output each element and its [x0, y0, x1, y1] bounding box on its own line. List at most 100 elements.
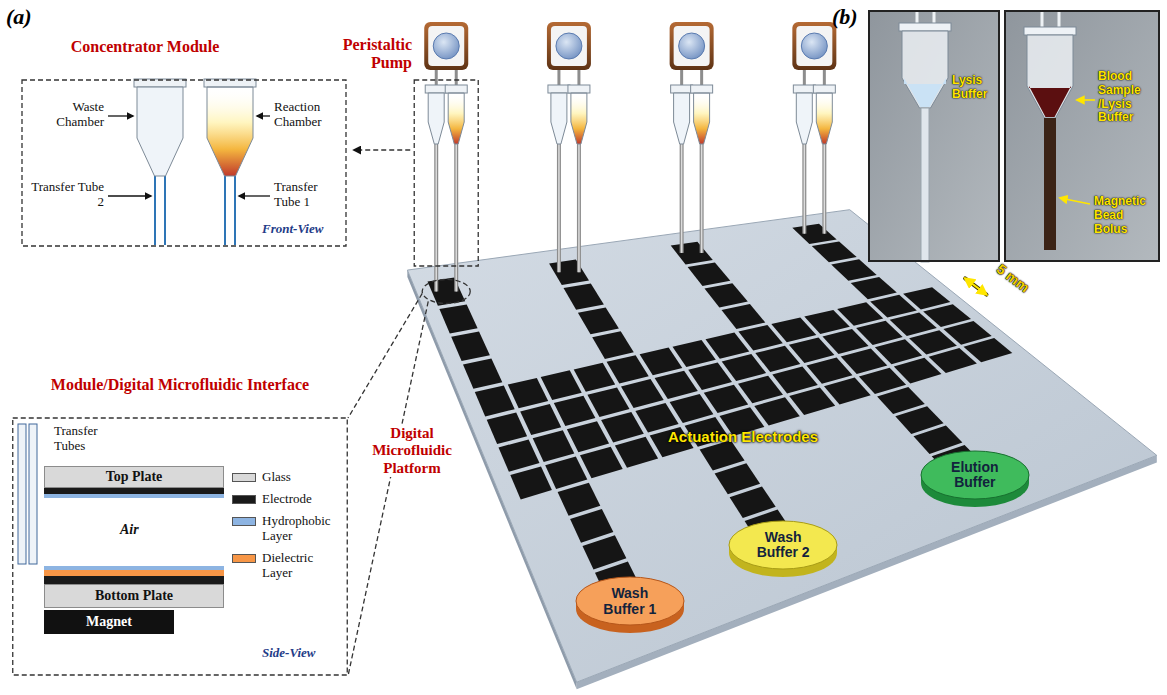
photo-panel: Lysis Buffer [868, 10, 1000, 262]
node-label: Concentrator Module [70, 38, 220, 56]
reservoir-disc: Wash Buffer 2 [727, 519, 839, 581]
transfer-tube-bore [578, 144, 580, 272]
legend-text: Hydrophobic Layer [262, 514, 344, 544]
node-label: Wash Buffer 2 [743, 530, 823, 561]
pump-tube [557, 68, 560, 86]
transfer-tube [822, 144, 826, 234]
actuation-electrode [554, 396, 596, 426]
microfluidic-platform [407, 210, 1156, 690]
part-name: Peristaltic Pump [312, 36, 412, 73]
actuation-electrode [923, 304, 971, 327]
dimension-arrow-outline [965, 278, 986, 294]
zoom-line [348, 301, 428, 676]
photo-panel: Blood Sample /Lysis BufferMagnetic Bead … [1004, 10, 1160, 262]
transfer-tube-wall [224, 176, 226, 245]
transfer-tube [577, 144, 581, 272]
actuation-electrode [499, 439, 540, 471]
node-label: Blood Sample /Lysis Buffer [1098, 70, 1156, 125]
actuation-electrode [439, 304, 477, 333]
actuation-electrode [451, 331, 490, 361]
pump-tube [435, 68, 438, 86]
legend-row: Electrode [232, 492, 346, 507]
waste-chamber [674, 93, 690, 144]
platform-surface [407, 210, 1156, 683]
pump-face [551, 26, 587, 66]
actuation-electrode [558, 483, 601, 516]
actuation-electrode [789, 387, 835, 415]
transfer-tube [802, 144, 806, 234]
actuation-electrode [545, 457, 587, 489]
magnetic-bead-bolus [1044, 118, 1056, 250]
legend-swatch [232, 554, 256, 563]
actuation-electrode [587, 387, 629, 417]
module-highlight [414, 80, 478, 266]
tube [916, 10, 919, 24]
actuation-electrode [688, 263, 731, 287]
actuation-electrode [607, 355, 649, 383]
node-label: Top Plate [106, 469, 163, 485]
transfer-tube-bore [435, 144, 437, 291]
waste-chamber [137, 87, 183, 176]
transfer-tube-wall [154, 176, 156, 245]
reaction-chamber [571, 93, 587, 144]
layer-legend: GlassElectrodeHydrophobic LayerDielectri… [232, 470, 346, 588]
pump-head [424, 22, 468, 70]
leader-line [108, 195, 151, 196]
pump-rotor [801, 33, 827, 59]
actuation-electrode [567, 421, 609, 452]
photo-illustration [868, 10, 1160, 262]
disc-top [576, 577, 684, 625]
reservoir-disc: Wash Buffer 1 [574, 575, 686, 637]
actuation-electrode [463, 358, 502, 388]
node-label: Module/Digital Microfluidic Interface [12, 376, 348, 394]
legend-row: Glass [232, 470, 346, 485]
transfer-tube [454, 144, 458, 291]
front-view-illustration [108, 79, 270, 245]
panel-letter: (a) [6, 4, 32, 29]
pump-rotor [556, 33, 582, 59]
pump-tube [455, 68, 458, 86]
transfer-tube [680, 144, 684, 253]
dielectric-layer [44, 570, 224, 576]
transfer-tube [18, 424, 26, 564]
transfer-tube-bore [558, 144, 560, 272]
part-name: Actuation Electrodes [668, 428, 818, 445]
pump-face [428, 26, 464, 66]
reaction-chamber [816, 93, 832, 144]
actuation-electrode [655, 371, 698, 399]
node-label: Transfer Tubes [54, 424, 126, 454]
waste-chamber [551, 93, 567, 144]
dimension-arrow [965, 278, 986, 294]
node-label: Air [120, 522, 180, 538]
actuation-electrode [578, 307, 619, 334]
transfer-tube-bore [824, 144, 826, 234]
dashed-frame [18, 36, 350, 248]
electrode-layer [44, 576, 224, 584]
actuation-electrode [475, 385, 515, 416]
actuation-electrode [754, 397, 800, 425]
zoom-line [348, 293, 422, 418]
pump-tube [680, 68, 683, 86]
actuation-electrode [541, 370, 582, 400]
node-label: Bottom Plate [95, 588, 173, 604]
waste-chamber [796, 93, 812, 144]
actuation-electrode [574, 363, 616, 392]
zoom-arrow [354, 149, 410, 151]
node-label: Magnet [86, 614, 132, 630]
pump-tube [577, 68, 580, 86]
tube [1058, 10, 1061, 28]
transfer-tube-wall [164, 176, 166, 245]
dashed-border [22, 80, 346, 246]
pump-face [674, 26, 710, 66]
actuation-electrode [487, 412, 527, 444]
node-label: Lysis Buffer [952, 74, 994, 102]
reaction-chamber [448, 93, 464, 144]
legend-swatch [232, 473, 256, 482]
actuation-electrode [564, 284, 604, 310]
transfer-tube-bore [804, 144, 806, 234]
actuation-electrode [549, 260, 589, 286]
dashed-border [13, 418, 348, 675]
pump-head [547, 22, 591, 70]
leader-line [1060, 198, 1090, 204]
